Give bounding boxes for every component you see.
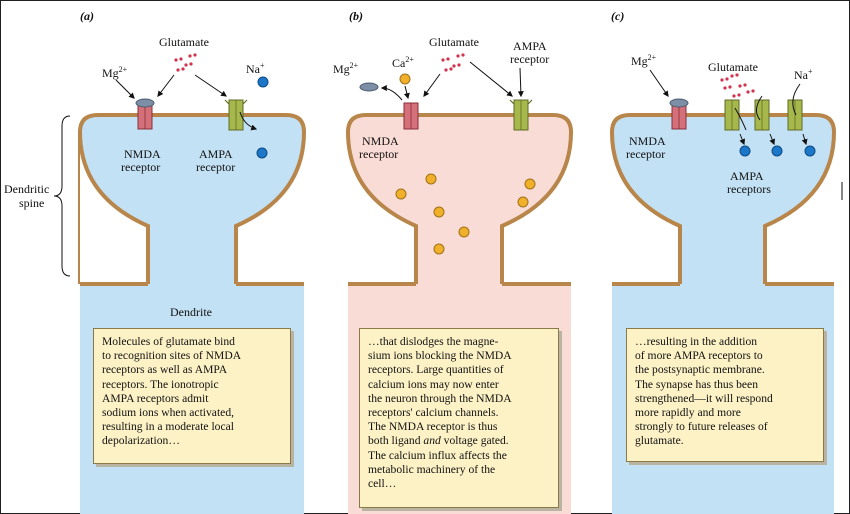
panel-a-mg-label: Mg2+ — [102, 65, 128, 80]
side-label-1: Dendritic — [4, 182, 49, 196]
dendritic-spine-label: Dendritic spine — [4, 115, 71, 277]
panel-b-ampa-receptor — [509, 99, 533, 131]
panel-b-ampa-label-1: AMPA — [513, 39, 547, 53]
panel-b-nmda-label-1: NMDA — [362, 134, 399, 148]
panel-b-tag: (b) — [349, 9, 363, 23]
panel-c-tag: (c) — [611, 9, 624, 23]
panel-c-na-label: Na+ — [794, 67, 813, 82]
panel-a-glutamate-molecules — [174, 53, 197, 72]
panel-c-sodium-ions — [739, 145, 816, 157]
panel-b-calcium-ions-inside — [395, 173, 536, 255]
panel-a-dendrite-label: Dendrite — [170, 305, 212, 319]
panel-b-mg-label: Mg2+ — [333, 61, 359, 76]
panel-c-caption: …resulting in the addition of more AMPA … — [626, 328, 824, 462]
panel-a-ampa-label-2: receptor — [196, 160, 235, 174]
panel-b-nmda-receptor — [403, 102, 419, 130]
panel-a-ampa-receptor — [224, 99, 248, 131]
panel-b-caption-part-1: …that dislodges the magne- sium ions blo… — [368, 335, 512, 448]
panel-a-tag: (a) — [80, 9, 94, 23]
panel-c-nmda-label-1: NMDA — [629, 134, 666, 148]
panel-b-caption-and: and — [423, 434, 441, 448]
panel-c-glutamate-label: Glutamate — [708, 60, 758, 74]
panel-b-glutamate-molecules — [441, 53, 465, 72]
panel-a-nmda-label-1: NMDA — [124, 147, 161, 161]
panel-b-ca-label: Ca2+ — [392, 55, 414, 70]
panel-c-ampa-label-2: receptors — [727, 182, 771, 196]
panel-a-ampa-label-1: AMPA — [199, 147, 233, 161]
panel-c-mg-ion — [669, 98, 689, 108]
panel-b-ampa-label-2: receptor — [510, 52, 549, 66]
panel-a-sodium-ion — [257, 76, 269, 88]
panel-c-mg-label: Mg2+ — [631, 53, 657, 68]
panel-b-calcium-ion — [399, 73, 411, 85]
panel-a-nmda-label-2: receptor — [121, 160, 160, 174]
panel-c-ampa-label-1: AMPA — [730, 169, 764, 183]
panel-b-nmda-label-2: receptor — [359, 147, 398, 161]
panel-c-glutamate-molecules — [720, 73, 755, 98]
panel-a-caption: Molecules of glutamate bind to recogniti… — [93, 328, 291, 464]
panel-c-ampa-receptors — [724, 99, 803, 131]
panel-b-glutamate-label: Glutamate — [429, 35, 479, 49]
panel-a-mg-ion — [135, 98, 155, 108]
panel-a-na-label: Na+ — [246, 61, 265, 76]
panel-b-caption-part-2: voltage gated. The calcium influx affect… — [368, 434, 509, 491]
panel-b-caption: …that dislodges the magne- sium ions blo… — [359, 328, 559, 508]
panel-a-glutamate-label: Glutamate — [159, 35, 209, 49]
panel-a-sodium-ion — [256, 147, 268, 159]
panel-b-mg-ion — [359, 82, 379, 92]
panel-c-nmda-label-2: receptor — [626, 147, 665, 161]
side-label-2: spine — [19, 196, 44, 210]
